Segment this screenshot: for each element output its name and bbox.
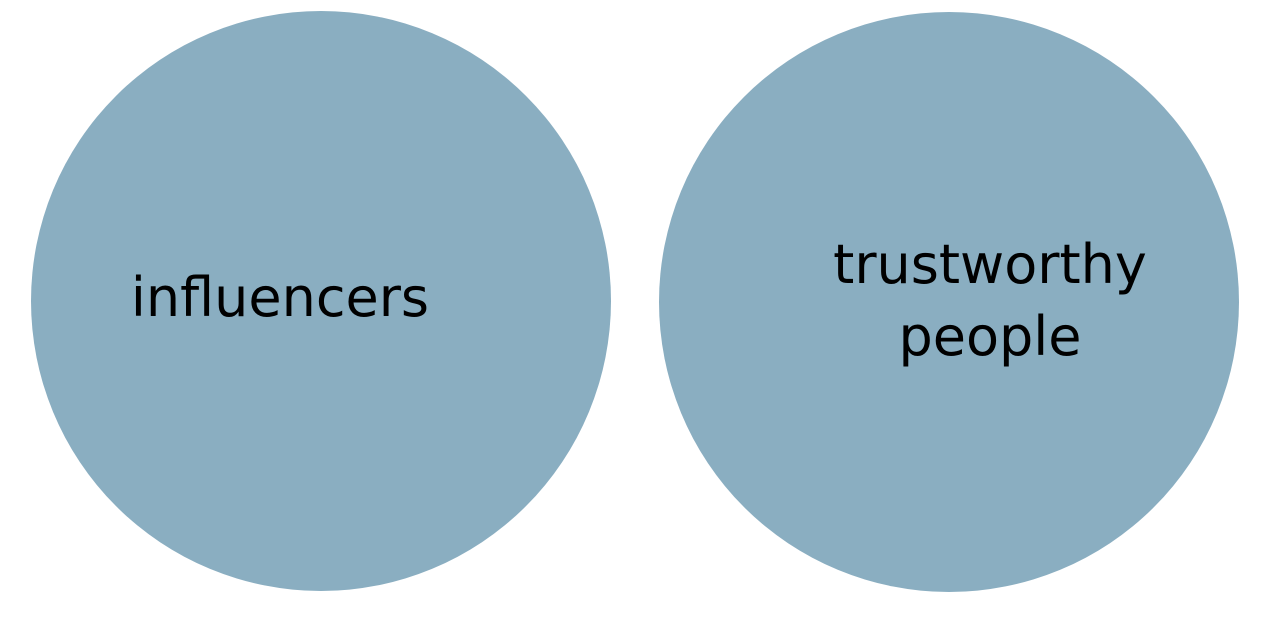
circle-trustworthy-people xyxy=(659,12,1239,592)
label-trustworthy-people-line-2: people xyxy=(898,305,1082,368)
label-influencers: influencers xyxy=(80,262,480,334)
label-influencers-line-1: influencers xyxy=(130,266,430,329)
label-trustworthy-people: trustworthy people xyxy=(790,229,1190,373)
circle-influencers xyxy=(31,11,611,591)
label-trustworthy-people-line-1: trustworthy xyxy=(833,233,1147,296)
